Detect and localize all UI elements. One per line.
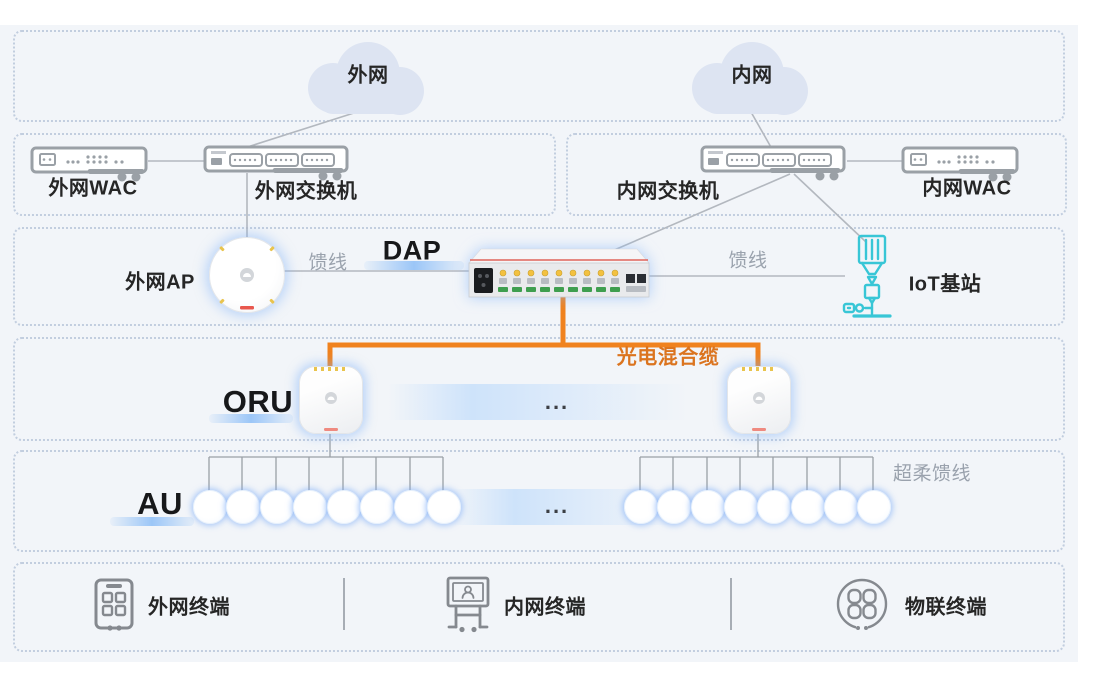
layer-box-core-right	[566, 133, 1067, 216]
iot-base-station-icon	[842, 234, 892, 318]
terminal-divider	[730, 578, 732, 630]
oru-device-icon	[299, 366, 363, 434]
iot-terminal-icon	[836, 578, 888, 632]
au-device-icon	[260, 490, 294, 524]
au-device-icon	[360, 490, 394, 524]
oru-glow-band	[388, 384, 688, 420]
layer-box-clouds	[13, 30, 1065, 122]
au-device-icon	[824, 490, 858, 524]
au-device-icon	[724, 490, 758, 524]
soft-feeder-label: 超柔馈线	[892, 463, 972, 485]
wac-device-icon	[901, 146, 1019, 182]
au-device-icon	[293, 490, 327, 524]
au-device-icon	[624, 490, 658, 524]
oru-device-icon	[727, 366, 791, 434]
layer-box-terminals	[13, 562, 1065, 652]
dap-device-icon	[468, 248, 650, 298]
au-ellipsis: ...	[544, 493, 570, 518]
phone-terminal-icon	[94, 578, 134, 631]
au-device-icon	[327, 490, 361, 524]
au-device-icon	[791, 490, 825, 524]
external-terminal-label: 外网终端	[148, 596, 230, 619]
feeder-left-label: 馈线	[308, 252, 348, 274]
oru-label: ORU	[222, 384, 294, 419]
au-accent-band	[110, 517, 194, 526]
au-device-icon	[657, 490, 691, 524]
feeder-right-label: 馈线	[728, 250, 768, 272]
au-device-icon	[691, 490, 725, 524]
oru-ellipsis: ...	[544, 389, 570, 414]
oru-accent-band	[209, 414, 293, 423]
terminal-divider	[343, 578, 345, 630]
internal-terminal-label: 内网终端	[504, 596, 586, 619]
layer-box-au	[13, 450, 1065, 552]
au-feeder-comb	[208, 432, 874, 491]
external-cloud-label: 外网	[347, 64, 389, 87]
cloud-icon	[692, 42, 808, 115]
layer-box-oru	[13, 337, 1065, 441]
au-device-icon	[757, 490, 791, 524]
au-device-icon	[193, 490, 227, 524]
dap-label: DAP	[382, 235, 442, 266]
external-wac-label: 外网WAC	[48, 177, 138, 200]
layer-box-core-left	[13, 133, 556, 216]
ap-device-icon	[209, 237, 285, 313]
hybrid-cable-label: 光电混合缆	[616, 346, 720, 369]
wac-device-icon	[30, 146, 148, 182]
switch-device-icon	[203, 145, 349, 181]
internal-switch-label: 内网交换机	[616, 180, 720, 203]
internal-cloud-label: 内网	[731, 64, 773, 87]
iot-base-station-label: IoT基站	[908, 273, 982, 296]
dap-accent-band	[364, 261, 464, 270]
hybrid-cable	[327, 297, 761, 370]
au-device-icon	[427, 490, 461, 524]
layer-box-access	[13, 227, 1065, 326]
au-label: AU	[137, 486, 183, 521]
cloud-icon	[308, 42, 424, 115]
au-device-icon	[857, 490, 891, 524]
external-switch-label: 外网交换机	[254, 180, 358, 203]
iot-terminal-label: 物联终端	[905, 596, 987, 619]
board-terminal-icon	[446, 576, 490, 633]
au-device-icon	[226, 490, 260, 524]
au-device-icon	[394, 490, 428, 524]
external-ap-label: 外网AP	[125, 271, 195, 294]
switch-device-icon	[700, 145, 846, 181]
internal-wac-label: 内网WAC	[922, 177, 1012, 200]
